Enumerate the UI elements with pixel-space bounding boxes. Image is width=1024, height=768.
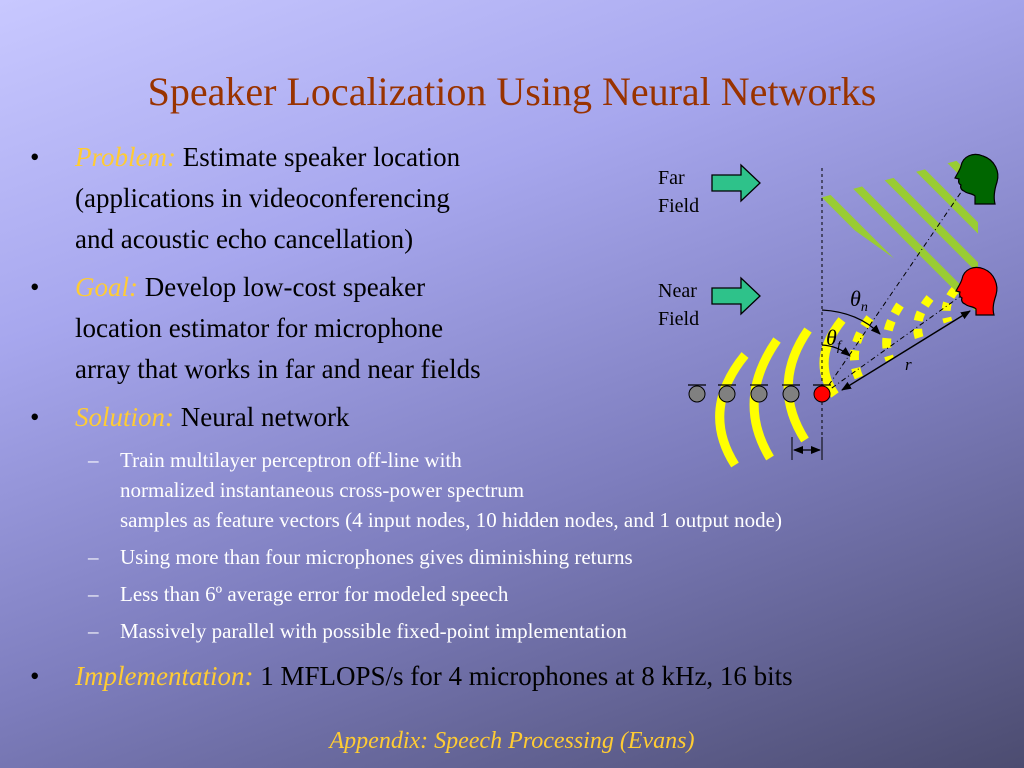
bullet-marker: • [30, 661, 40, 691]
bullet-marker: • [30, 142, 40, 172]
bullet-text: Develop low-cost speaker [144, 272, 426, 302]
theta-n-label: θn [850, 286, 868, 315]
microphone [750, 385, 768, 403]
near-speaker-head-icon [955, 266, 998, 316]
dash-marker: – [88, 448, 99, 472]
subbullet-text: normalized instantaneous cross-power spe… [120, 478, 525, 502]
slide-title: Speaker Localization Using Neural Networ… [147, 69, 877, 114]
near-field-arrow [711, 276, 761, 316]
bullet-lead: Problem: [75, 142, 176, 172]
microphone [718, 385, 736, 403]
bullet-text: array that works in far and near fields [75, 354, 481, 384]
theta-n-arc [821, 309, 881, 335]
theta-f-label: θf [826, 325, 843, 354]
near-field-wavefronts [715, 287, 959, 468]
bullet-text: Estimate speaker location [182, 142, 461, 172]
far-field-arrow [711, 163, 761, 203]
bullet-text: 1 MFLOPS/s for 4 microphones at 8 kHz, 1… [260, 661, 793, 691]
bullet-text: Neural network [180, 402, 350, 432]
microphone-array [688, 384, 831, 403]
microphone [782, 385, 800, 403]
dash-marker: – [88, 582, 99, 606]
bullet-lead: Implementation: [75, 661, 254, 691]
bullet-lead: Goal: [75, 272, 138, 302]
far-field-wavefronts [812, 155, 978, 318]
far-speaker-head-icon [954, 153, 999, 205]
bullet-text: (applications in videoconferencing [75, 183, 450, 213]
theta-f-arc [821, 344, 851, 357]
subbullet-text: Less than 6º average error for modeled s… [120, 582, 509, 606]
subbullet-text: Massively parallel with possible fixed-p… [120, 619, 627, 643]
dash-marker: – [88, 545, 99, 569]
subbullet-text: samples as feature vectors (4 input node… [120, 508, 782, 532]
bullet-lead: Solution: [75, 402, 174, 432]
bullet-text: location estimator for microphone [75, 313, 444, 343]
r-distance-arrow [841, 310, 971, 391]
bullet-marker: • [30, 402, 40, 432]
subbullet-text: Train multilayer perceptron off-line wit… [120, 448, 462, 472]
bullet-text: and acoustic echo cancellation) [75, 224, 414, 254]
microphone [688, 385, 706, 403]
dash-marker: – [88, 619, 99, 643]
bullet-marker: • [30, 272, 40, 302]
subbullet-text: Using more than four microphones gives d… [120, 545, 633, 569]
slide-footer: Appendix: Speech Processing (Evans) [329, 728, 695, 754]
reference-microphone [813, 385, 831, 403]
r-label: r [905, 355, 912, 374]
